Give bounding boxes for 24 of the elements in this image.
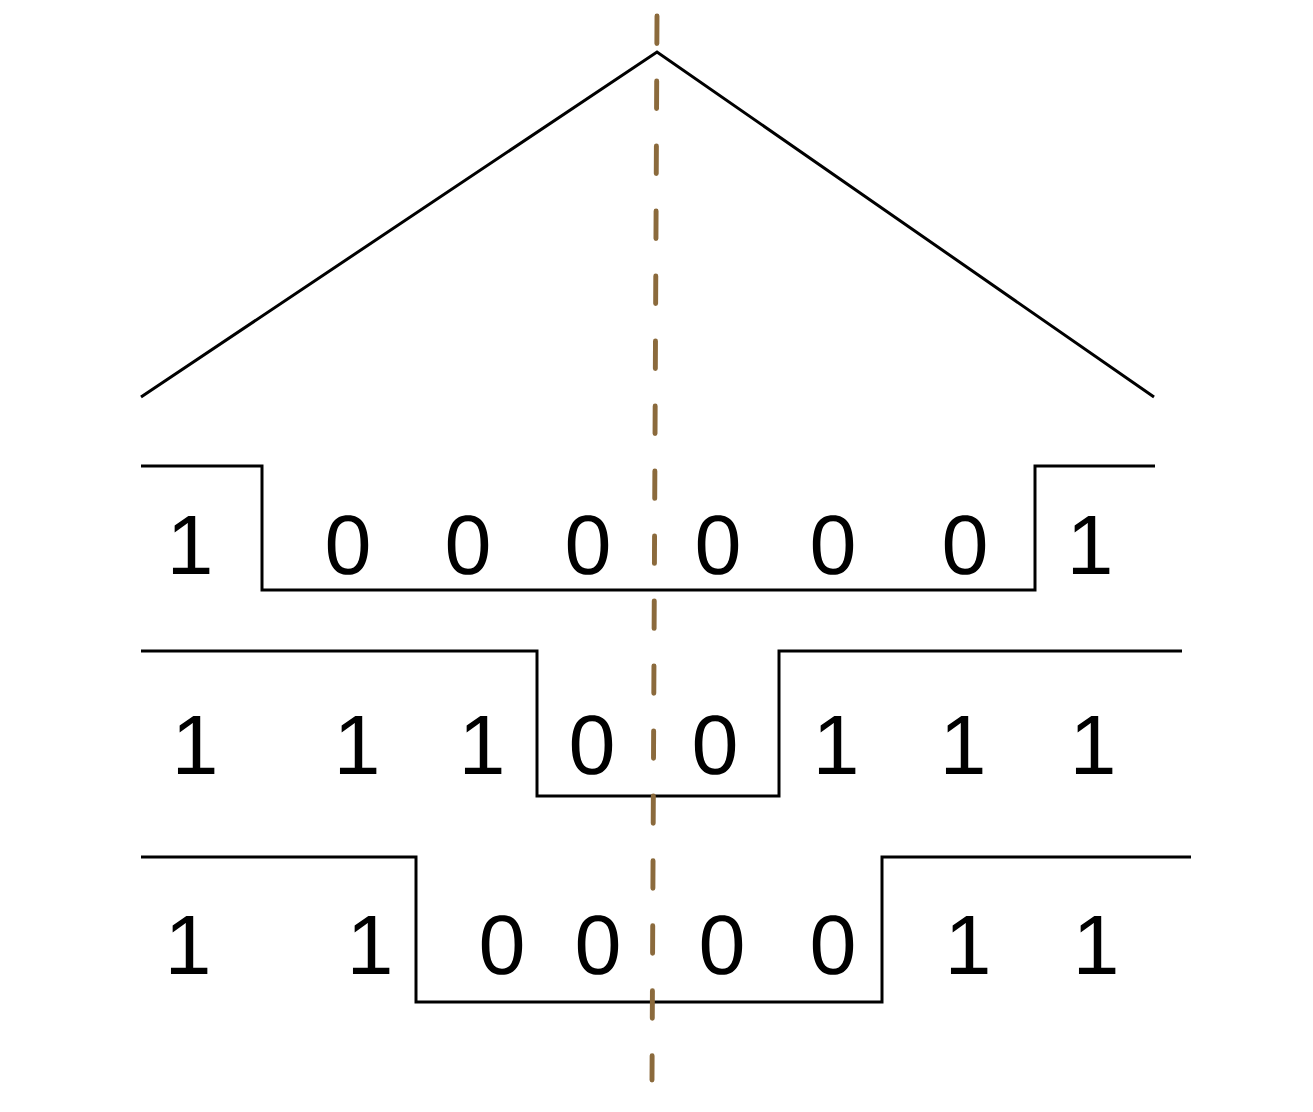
digit: 0 bbox=[481, 915, 523, 975]
digit: 0 bbox=[694, 715, 736, 775]
digit: 0 bbox=[944, 515, 986, 575]
digit: 0 bbox=[701, 915, 743, 975]
digit: 0 bbox=[697, 515, 739, 575]
digit: 1 bbox=[339, 716, 377, 774]
digit: 0 bbox=[812, 915, 854, 975]
digit: 0 bbox=[327, 515, 369, 575]
digit: 1 bbox=[950, 916, 988, 974]
digit: 1 bbox=[177, 716, 215, 774]
digit: 0 bbox=[577, 915, 619, 975]
digit: 1 bbox=[1072, 516, 1110, 574]
digit: 1 bbox=[945, 716, 983, 774]
digit: 1 bbox=[352, 916, 390, 974]
digit: 0 bbox=[447, 515, 489, 575]
digit: 0 bbox=[571, 715, 613, 775]
digit: 1 bbox=[1078, 916, 1116, 974]
digit: 0 bbox=[812, 515, 854, 575]
digit: 1 bbox=[1075, 716, 1113, 774]
digit: 1 bbox=[170, 916, 208, 974]
digit: 1 bbox=[172, 516, 210, 574]
digit: 1 bbox=[818, 716, 856, 774]
digit: 0 bbox=[567, 515, 609, 575]
digit: 1 bbox=[464, 716, 502, 774]
